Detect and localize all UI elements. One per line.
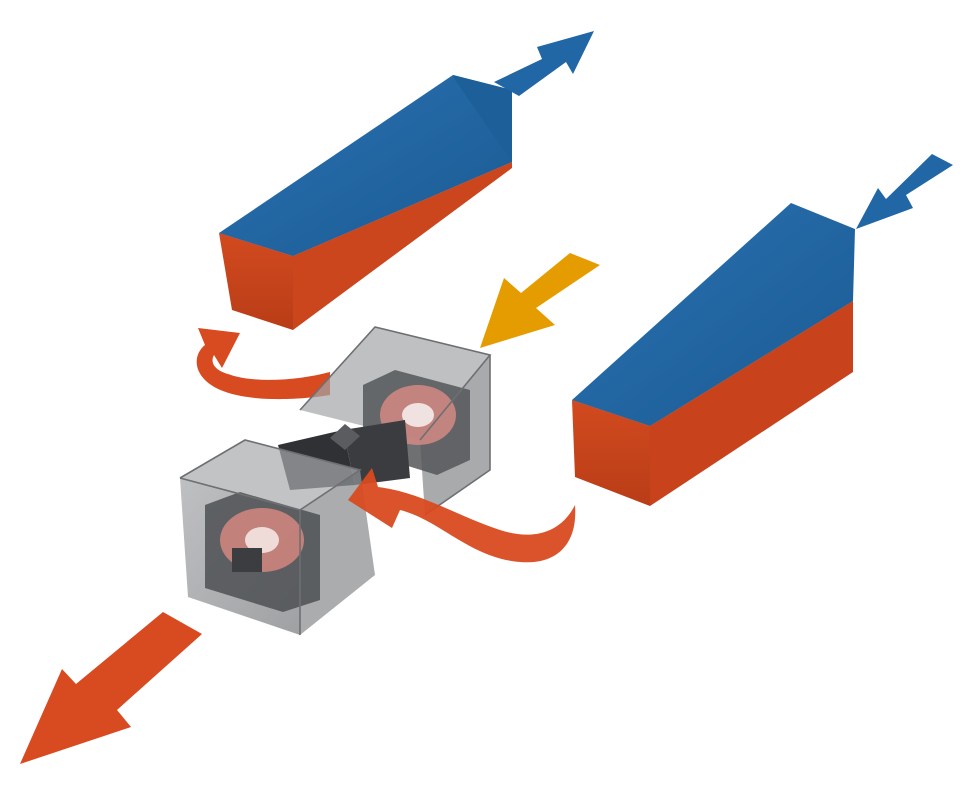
orange-supply-curve-arrow [348,468,576,563]
arrow-up-right-icon [494,31,594,96]
orange-discharge-out-arrow [20,612,202,764]
heat-exchanger-block-left [219,75,512,330]
damper-plate-top [330,424,360,450]
damper-plate-right [343,420,410,485]
orange-return-loop-arrow [196,328,330,400]
arrow-down-left-icon [856,154,953,229]
arrow-down-left-icon [20,612,202,764]
block-right-front-face [572,400,650,506]
heat-exchanger-block-right [572,203,855,506]
fan-motor-icon [232,548,262,572]
fan-hub-icon [245,527,279,553]
curved-arrow-icon [196,328,330,400]
block-left-side-face [293,162,512,330]
front-fan [205,492,320,612]
block-left-top-blue-end [453,75,512,162]
block-left-front-face [219,233,293,330]
block-right-side-face [650,301,853,506]
fan-hub-icon [402,403,434,427]
block-left-top-blue [219,75,512,256]
curved-arrow-icon [348,468,576,563]
ventilation-unit [179,326,492,635]
blue-intake-in-arrow [856,154,953,229]
amber-fresh-air-in-arrow [480,253,600,348]
block-right-top-blue [572,203,855,426]
housing-front-top [180,440,360,510]
housing-edges [179,326,492,635]
arrow-down-left-icon [480,253,600,348]
blue-exhaust-out-arrow [494,31,594,96]
